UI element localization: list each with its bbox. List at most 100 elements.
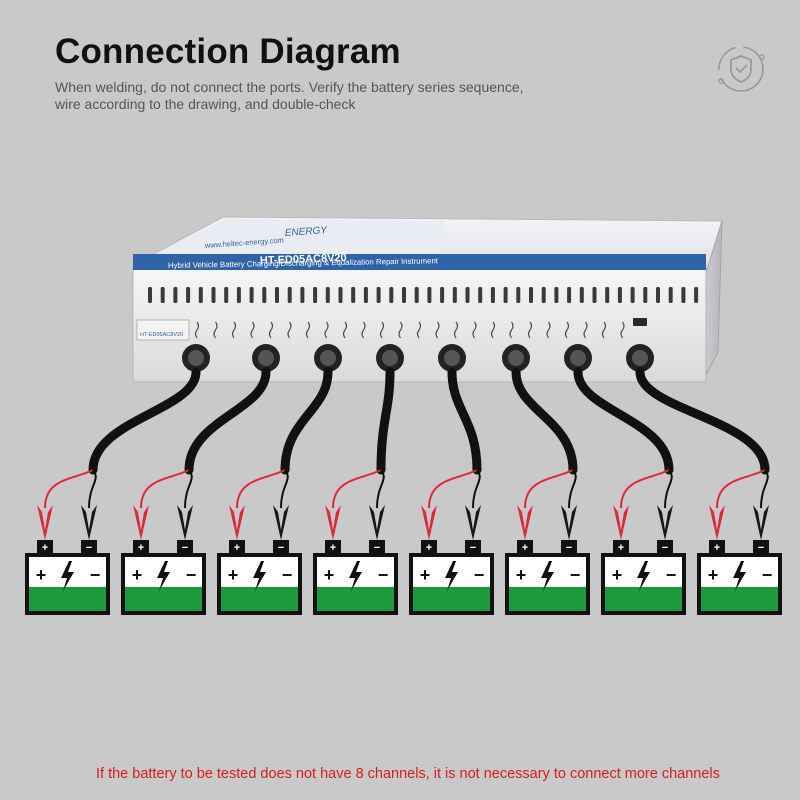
red-clamp (133, 505, 149, 540)
negative-terminal (657, 540, 673, 553)
page-title: Connection Diagram (55, 32, 401, 71)
channel-cable (573, 367, 674, 475)
vent-slot (376, 287, 381, 303)
channel-mark (620, 321, 625, 339)
black-clamp (465, 505, 481, 540)
negative-terminal (369, 540, 385, 553)
channel-connector-core (258, 350, 274, 366)
battery-plus-symbol: + (324, 565, 335, 585)
channel-connector-core (382, 350, 398, 366)
channel-cable (280, 367, 333, 475)
vent-slot (224, 287, 229, 303)
vent-slot (529, 287, 533, 303)
red-lead (332, 469, 382, 509)
device-channel-marks (194, 321, 625, 339)
red-lead (44, 469, 94, 509)
terminal-plus-label: + (234, 542, 240, 554)
device-brand: ENERGY (284, 225, 328, 239)
channel-mark (268, 321, 274, 339)
channel-mark (342, 321, 348, 339)
vent-slot (173, 287, 178, 303)
battery-minus-symbol: − (282, 565, 293, 585)
vent-slot (389, 287, 394, 303)
terminal-minus-label: − (662, 542, 668, 554)
black-lead (280, 469, 289, 509)
vent-slot (503, 287, 508, 303)
vent-slot (414, 287, 419, 303)
channel-mark (527, 321, 533, 339)
terminal-plus-label: + (138, 542, 144, 554)
channel-cable (376, 367, 395, 475)
red-clamp (613, 505, 629, 540)
charger-device: HT-ED05AC8V20 ENERGY www.heltec-energy.c… (132, 216, 723, 383)
red-lead (428, 469, 478, 509)
terminal-minus-label: − (86, 542, 92, 554)
subtitle-line-2: wire according to the drawing, and doubl… (55, 96, 356, 112)
battery-minus-symbol: − (570, 565, 581, 585)
battery-plus-symbol: + (708, 565, 719, 585)
channel-cable (88, 367, 201, 475)
vent-slot (617, 287, 622, 303)
vent-slot (160, 287, 165, 303)
battery-minus-symbol: − (186, 565, 197, 585)
vent-slot (325, 287, 330, 303)
negative-terminal (465, 540, 481, 553)
vent-slot (262, 287, 267, 303)
negative-terminal (753, 540, 769, 553)
channel-mark (472, 321, 477, 339)
negative-terminal (561, 540, 577, 553)
vent-slot (236, 287, 241, 303)
black-lead (760, 469, 769, 509)
vent-slot (630, 287, 635, 303)
bolt-icon (61, 561, 74, 591)
battery-charge-fill (317, 587, 394, 611)
terminal-plus-label: + (714, 542, 720, 554)
channel-connector-core (632, 350, 648, 366)
bolt-icon (157, 561, 170, 591)
battery-plus-symbol: + (228, 565, 239, 585)
battery-plus-symbol: + (36, 565, 47, 585)
battery-charge-fill (221, 587, 298, 611)
battery-plus-symbol: + (516, 565, 527, 585)
channel-mark (416, 321, 422, 339)
channel-mark (509, 321, 514, 339)
positive-terminal (133, 540, 149, 553)
terminal-minus-label: − (758, 542, 764, 554)
battery-plus-symbol: + (612, 565, 623, 585)
positive-terminal (325, 540, 341, 553)
red-clamp (421, 505, 437, 540)
terminal-plus-label: + (330, 542, 336, 554)
channel-connector-core (444, 350, 460, 366)
vent-slot (300, 287, 305, 303)
vent-slot (643, 287, 648, 303)
battery-charge-fill (125, 587, 202, 611)
channel-mark (361, 321, 366, 339)
red-lead (140, 469, 190, 509)
device-vents (148, 287, 699, 303)
vent-slot (338, 287, 343, 303)
red-clamp (37, 505, 53, 540)
vent-slot (541, 287, 546, 303)
channel-mark (601, 321, 607, 339)
battery-minus-symbol: − (474, 565, 485, 585)
channel-mark (250, 321, 255, 339)
positive-terminal (709, 540, 725, 553)
negative-terminal (273, 540, 289, 553)
black-clamp (369, 505, 385, 540)
terminal-minus-label: − (182, 542, 188, 554)
positive-terminal (517, 540, 533, 553)
battery-plus-symbol: + (420, 565, 431, 585)
vent-slot (427, 287, 432, 303)
device-front-model: HT-ED05AC8V20 (140, 332, 183, 338)
terminal-minus-label: − (374, 542, 380, 554)
channel-mark (287, 321, 292, 339)
footer-note: If the battery to be tested does not hav… (96, 766, 720, 782)
device-front-badge (136, 319, 190, 341)
positive-terminal (229, 540, 245, 553)
vent-slot (287, 287, 292, 303)
vent-slot (186, 287, 191, 303)
red-lead (524, 469, 574, 509)
channel-cable (447, 367, 482, 475)
channel-cables (37, 344, 770, 540)
channel-connector-core (188, 350, 204, 366)
